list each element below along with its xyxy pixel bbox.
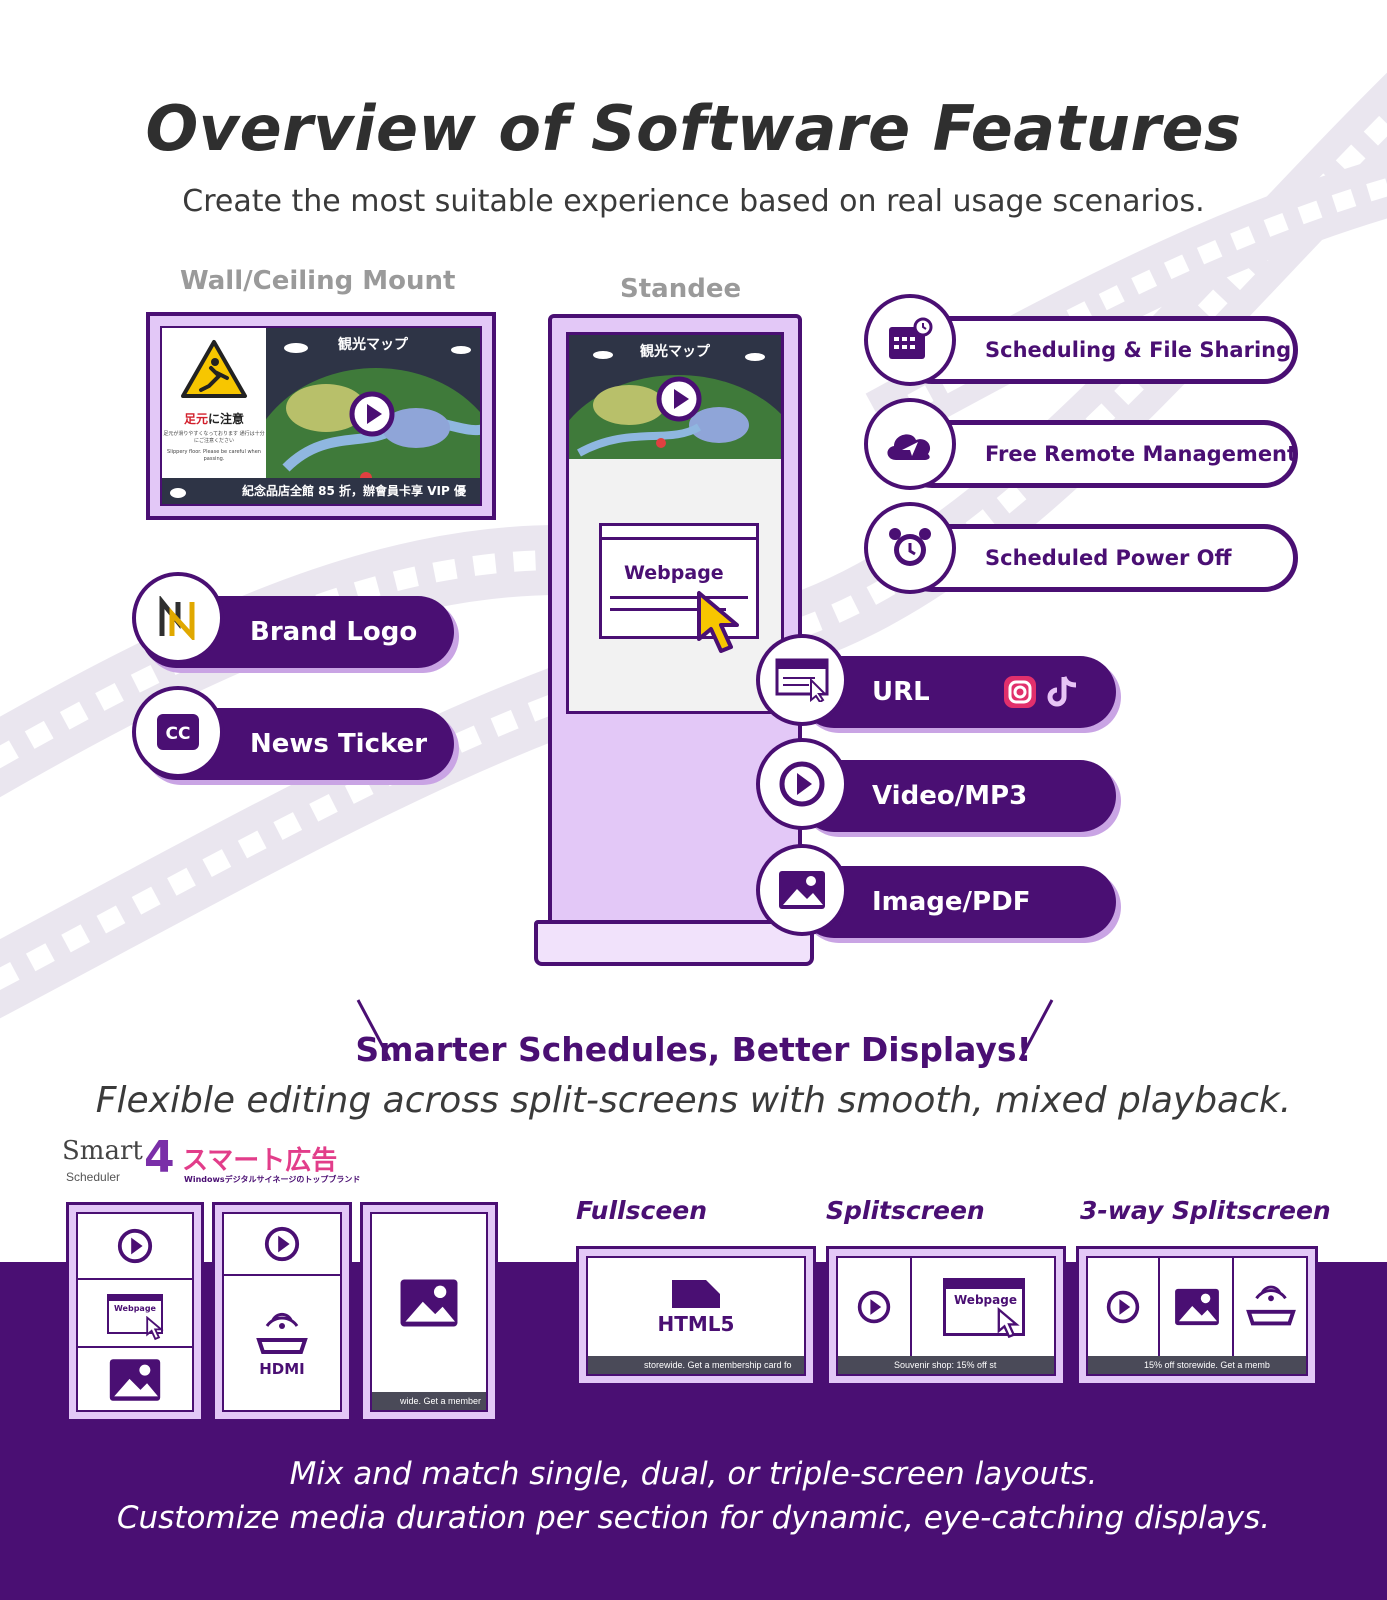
- image-icon: [400, 1279, 458, 1327]
- news-ticker-bar: 紀念品店全館 85 折，辦會員卡享 VIP 優: [162, 478, 480, 504]
- wall-display: 足元に注意 足元が滑りやすくなっております 通行は十分にご注意ください Slip…: [146, 312, 496, 520]
- decorative-slash-left: [356, 999, 392, 1061]
- feature-label: Brand Logo: [250, 617, 418, 647]
- webpage-label: Webpage: [114, 1304, 156, 1313]
- webpage-window: Webpage: [943, 1278, 1025, 1339]
- tiktok-icon: [1047, 676, 1077, 707]
- standee-base: [534, 920, 814, 966]
- sign-note-jp: 足元が滑りやすくなっております 通行は十分にご注意ください: [163, 431, 265, 444]
- brand-logo-icon: [132, 572, 224, 664]
- warning-triangle-icon: [181, 340, 247, 398]
- portrait-layout-triple: Webpage: [66, 1202, 204, 1422]
- play-icon: [264, 1226, 300, 1262]
- feature-label: URL: [872, 677, 930, 707]
- page-subtitle: Create the most suitable experience base…: [182, 184, 1205, 219]
- tourist-map: 観光マップ: [266, 328, 480, 480]
- wall-mount-label: Wall/Ceiling Mount: [180, 266, 456, 296]
- logo-smart-text: Smart: [62, 1136, 143, 1166]
- mini-ticker: 15% off storewide. Get a memb: [1088, 1356, 1306, 1374]
- hdmi-label: HDMI: [259, 1360, 305, 1378]
- decorative-slash-right: [1018, 999, 1054, 1061]
- webpage-label: Webpage: [624, 562, 724, 584]
- portrait-layout-single: wide. Get a member: [360, 1202, 498, 1422]
- webpage-label: Webpage: [954, 1293, 1017, 1307]
- bottom-text-line2: Customize media duration per section for…: [116, 1500, 1271, 1536]
- standee-map-title: 観光マップ: [640, 344, 710, 360]
- play-icon: [117, 1228, 153, 1264]
- webpage-window: Webpage: [107, 1294, 164, 1341]
- closed-caption-icon: CC: [132, 686, 224, 778]
- portrait-layout-dual: HDMI: [212, 1202, 352, 1422]
- sign-note-en: Slippery floor. Please be careful when p…: [167, 449, 261, 462]
- feature-label: Image/PDF: [872, 887, 1031, 917]
- weather-icon: [170, 488, 186, 498]
- layout-label-3way: 3-way Splitscreen: [1080, 1196, 1331, 1225]
- standee-display: 観光マップ Webpage: [548, 314, 802, 926]
- cursor-icon: [697, 591, 739, 653]
- map-title: 観光マップ: [338, 337, 408, 353]
- page-title: Overview of Software Features: [145, 92, 1242, 165]
- cursor-icon: [997, 1307, 1020, 1339]
- feature-scheduling: Scheduling & File Sharing: [898, 316, 1298, 384]
- calendar-clock-icon: [864, 294, 956, 386]
- instagram-icon: [1004, 676, 1036, 708]
- browser-cursor-icon: [756, 634, 848, 726]
- image-icon: [1175, 1288, 1219, 1326]
- feature-video: Video/MP3: [798, 760, 1116, 832]
- feature-label: News Ticker: [250, 729, 428, 759]
- feature-remote-management: Free Remote Management: [898, 420, 1298, 488]
- standee-label: Standee: [620, 274, 742, 304]
- feature-label: Video/MP3: [872, 781, 1028, 811]
- html5-label: HTML5: [657, 1312, 735, 1336]
- sign-black-text: に注意: [208, 412, 245, 426]
- mini-ticker: Souvenir shop: 15% off st: [838, 1356, 1054, 1374]
- cursor-icon: [146, 1316, 164, 1341]
- layout-3way: 15% off storewide. Get a memb: [1076, 1246, 1318, 1386]
- tagline-main: Smarter Schedules, Better Displays!: [355, 1030, 1032, 1069]
- caution-sign: 足元に注意 足元が滑りやすくなっております 通行は十分にご注意ください Slip…: [162, 328, 266, 480]
- feature-power-off: Scheduled Power Off: [898, 524, 1298, 592]
- mini-ticker: storewide. Get a membership card fo: [588, 1356, 804, 1374]
- feature-image: Image/PDF: [798, 866, 1116, 938]
- feature-label: Scheduling & File Sharing: [985, 338, 1292, 362]
- play-icon: [756, 738, 848, 830]
- layout-label-fullscreen: Fullsceen: [576, 1196, 708, 1225]
- webpage-window: Webpage: [599, 523, 759, 639]
- layout-label-splitscreen: Splitscreen: [826, 1196, 985, 1225]
- standee-map: 観光マップ: [569, 335, 781, 459]
- sign-red-text: 足元: [183, 412, 208, 426]
- layout-splitscreen: Webpage Souvenir shop: 15% off st: [826, 1246, 1066, 1386]
- layout-fullscreen: HTML5 storewide. Get a membership card f…: [576, 1246, 816, 1386]
- svg-text:CC: CC: [166, 724, 191, 744]
- hdmi-icon: [1246, 1285, 1296, 1326]
- play-icon: [656, 376, 702, 422]
- feature-url: URL: [798, 656, 1116, 728]
- logo-jp-name: スマート広告: [182, 1146, 338, 1176]
- mini-ticker: wide. Get a member: [372, 1392, 486, 1410]
- play-icon: [349, 391, 395, 437]
- hdmi-icon: [256, 1312, 308, 1354]
- feature-label: Scheduled Power Off: [985, 546, 1232, 570]
- feature-label: Free Remote Management: [985, 442, 1298, 466]
- html5-file-icon: [672, 1280, 720, 1308]
- logo-scheduler-text: Scheduler: [66, 1170, 121, 1184]
- image-icon: [109, 1359, 161, 1401]
- play-icon: [857, 1290, 891, 1324]
- smart4-logo: Smart Scheduler 4 スマート広告 Windowsデジタルサイネー…: [62, 1132, 362, 1190]
- play-icon: [1106, 1290, 1140, 1324]
- bottom-text-line1: Mix and match single, dual, or triple-sc…: [289, 1456, 1098, 1492]
- tagline-sub: Flexible editing across split-screens wi…: [95, 1080, 1292, 1121]
- logo-number: 4: [144, 1132, 175, 1183]
- standee-screen: 観光マップ Webpage: [566, 332, 784, 714]
- image-icon: [756, 844, 848, 936]
- cloud-send-icon: [864, 398, 956, 490]
- alarm-clock-icon: [864, 502, 956, 594]
- logo-jp-tagline: Windowsデジタルサイネージのトップブランド: [184, 1175, 361, 1184]
